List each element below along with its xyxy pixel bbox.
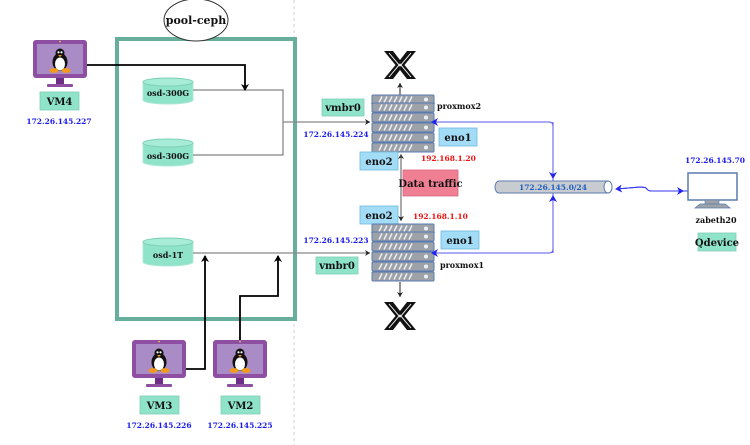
pool-ceph-label: pool-ceph	[166, 14, 227, 27]
bridge-ip: 172.26.145.224	[303, 130, 368, 139]
vm-vm3[interactable]: VM3 172.26.145.226	[126, 340, 192, 430]
qdevice-hostname: zabeth20	[695, 215, 736, 225]
vm-vm2[interactable]: VM2 172.26.145.225	[207, 340, 273, 430]
vm-name-tag	[39, 91, 80, 111]
vm-name-tag	[220, 395, 261, 415]
eno1-tag	[440, 230, 480, 250]
subnet-pipe[interactable]: 172.26.145.0/24	[494, 180, 613, 194]
osd-3[interactable]: osd-1T	[142, 237, 194, 267]
osd-1[interactable]: osd-300G	[142, 77, 194, 105]
osd-label: osd-300G	[147, 151, 189, 161]
linux-tux-monitor-icon	[132, 340, 186, 387]
proxmox-logo-icon	[383, 301, 417, 331]
osd-label: osd-1T	[153, 250, 183, 260]
subnet-label: 172.26.145.0/24	[519, 183, 587, 192]
eno2-ip: 192.168.1.20	[421, 154, 476, 163]
osd-label: osd-300G	[147, 88, 189, 98]
vm-ip: 172.26.145.227	[26, 117, 91, 126]
data-traffic-box: Data traffic	[398, 169, 463, 197]
eno2-ip: 192.168.1.10	[413, 212, 468, 221]
linux-tux-monitor-icon	[33, 40, 87, 87]
vm-name-tag	[139, 395, 180, 415]
data-traffic-label: Data traffic	[398, 179, 462, 190]
vm-vm4[interactable]: VM4 172.26.145.227	[26, 40, 92, 126]
server-rack-icon	[371, 94, 435, 153]
vmbr0-label: vmbr0	[318, 261, 355, 272]
qdevice-ip: 172.26.145.70	[685, 156, 745, 165]
server-rack-icon	[371, 223, 435, 282]
eno2-tag	[359, 151, 399, 171]
desktop-computer-icon	[687, 172, 738, 209]
osd-links	[193, 89, 370, 256]
node-proxmox1[interactable]: eno2 192.168.1.10 172.26.145.223 vmbr0 e…	[303, 205, 484, 331]
vm-ip: 172.26.145.226	[126, 421, 191, 430]
qdevice-tag	[697, 232, 737, 252]
hostname: proxmox2	[437, 101, 481, 111]
eno2-label: eno2	[365, 211, 392, 222]
vm-name: VM2	[227, 401, 254, 412]
eno1-tag	[438, 127, 478, 147]
osd-2[interactable]: osd-300G	[142, 138, 194, 167]
bridge-ip: 172.26.145.223	[303, 236, 368, 245]
vmbr0-label: vmbr0	[324, 103, 361, 114]
vmbr0-tag	[321, 98, 365, 117]
vm-ip: 172.26.145.225	[207, 421, 272, 430]
vmbr0-tag	[315, 256, 359, 275]
vm-links	[86, 64, 282, 370]
mgmt-links	[431, 118, 728, 257]
eno2-label: eno2	[365, 157, 392, 168]
qdevice-role: Qdevice	[695, 238, 739, 249]
node-proxmox2[interactable]: vmbr0 172.26.145.224 proxmox2 eno1 eno2 …	[303, 50, 481, 171]
eno1-label: eno1	[446, 236, 473, 247]
vm-name: VM3	[146, 401, 173, 412]
proxmox-logo-icon	[383, 50, 417, 80]
pool-ceph-ellipse	[163, 0, 229, 42]
vm-name: VM4	[46, 97, 73, 108]
linux-tux-monitor-icon	[213, 340, 267, 387]
hostname: proxmox1	[440, 260, 484, 270]
pool-ceph-group: pool-ceph	[115, 0, 297, 321]
qdevice[interactable]: 172.26.145.70 zabeth20 Qdevice	[685, 156, 745, 252]
eno1-label: eno1	[444, 133, 471, 144]
